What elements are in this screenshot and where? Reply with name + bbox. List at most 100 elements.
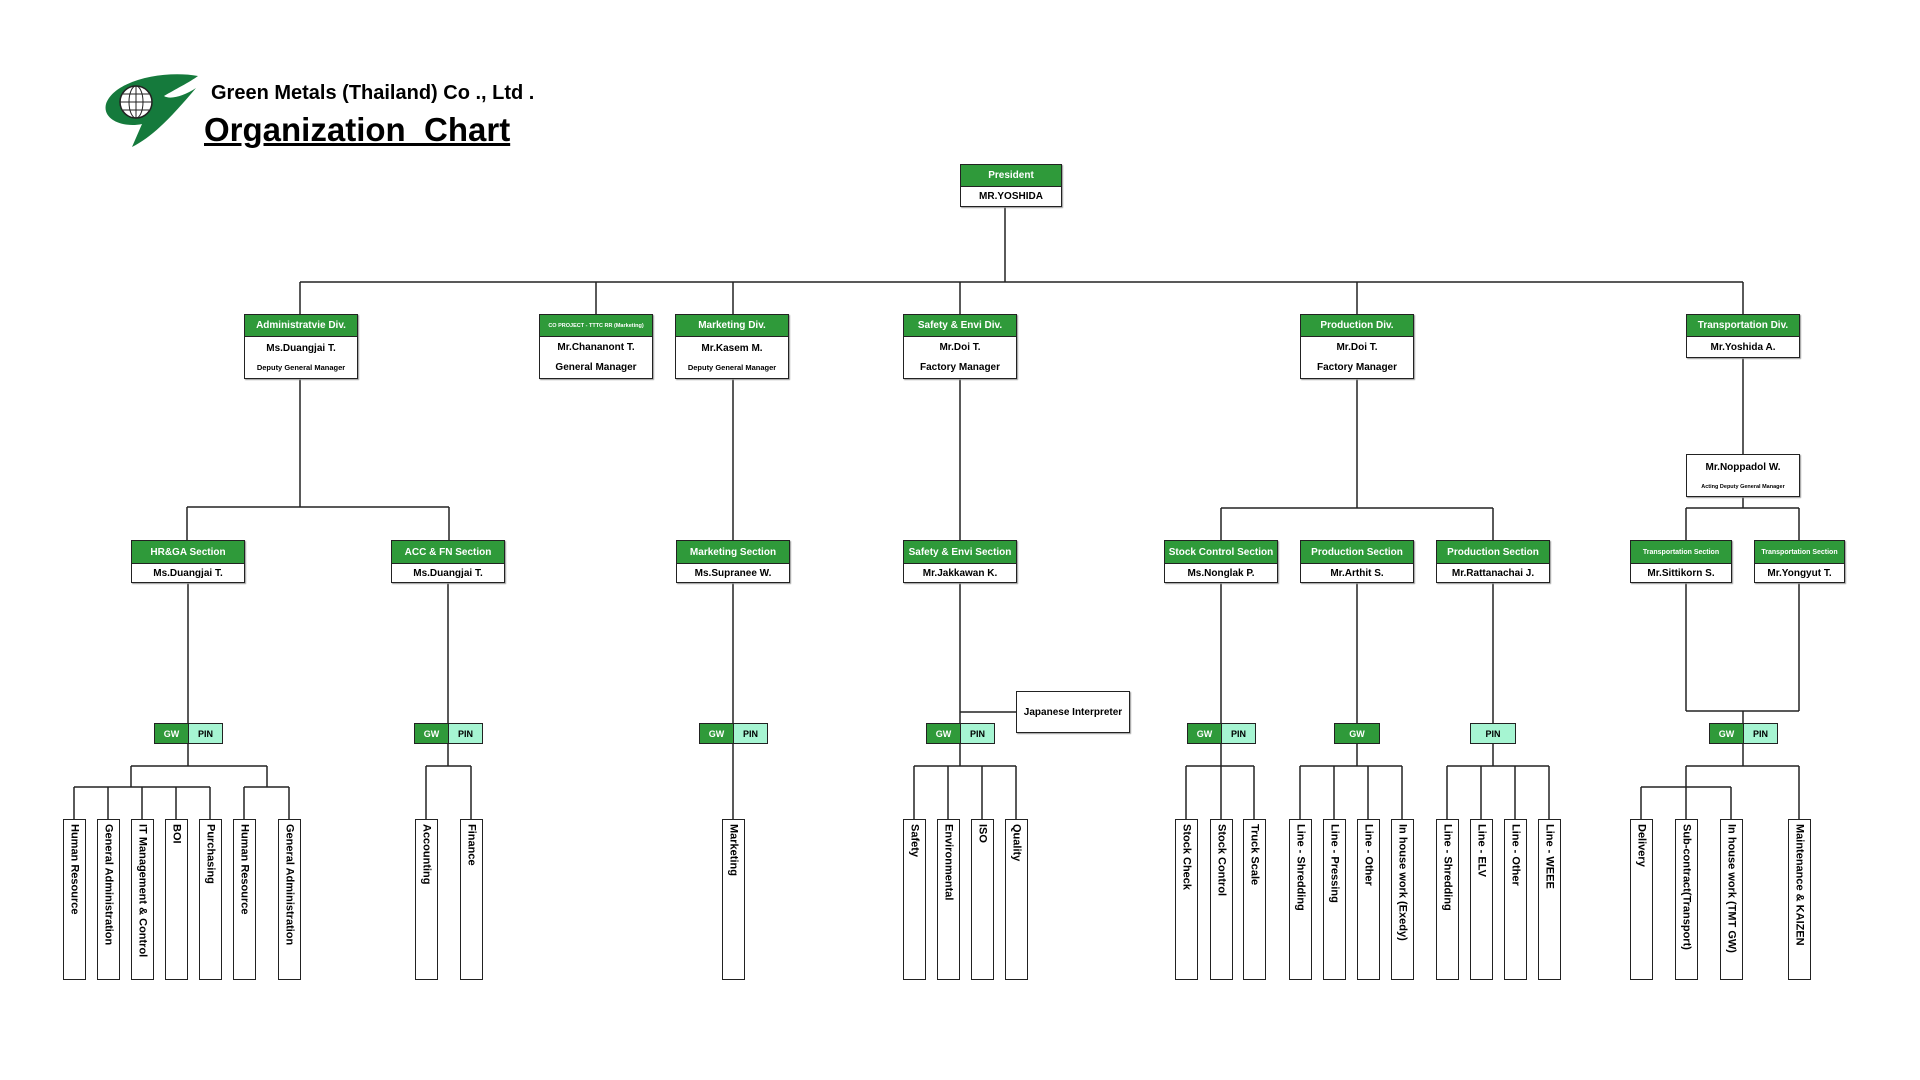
unit-label: Human Resource <box>238 824 251 915</box>
section-head-name: Ms.Supranee W. <box>694 567 772 579</box>
unit-label: Delivery <box>1635 824 1648 867</box>
pin-badge: PIN <box>448 723 483 744</box>
unit-box-production1: Line - Shredding <box>1289 819 1312 980</box>
gw-badge: GW <box>414 723 449 744</box>
unit-box-production1: Line - Pressing <box>1323 819 1346 980</box>
unit-box-stock: Stock Control <box>1210 819 1233 980</box>
unit-box-acc: Finance <box>460 819 483 980</box>
unit-box-safety: Environmental <box>937 819 960 980</box>
unit-box-production2: Line - Other <box>1504 819 1527 980</box>
section-box-body: Mr.Yongyut T. <box>1755 564 1844 582</box>
unit-label: Stock Check <box>1180 824 1193 891</box>
unit-box-production2: Line - ELV <box>1470 819 1493 980</box>
unit-label: Stock Control <box>1215 824 1228 897</box>
unit-box-hrga: Human Resource <box>233 819 256 980</box>
unit-label: In house work (TMT GW) <box>1725 824 1738 953</box>
unit-label: Line - Shredding <box>1441 824 1454 911</box>
unit-label: General Administration <box>283 824 296 946</box>
section-box-body: Ms.Duangjai T. <box>132 564 244 582</box>
unit-box-hrga: IT Management & Control <box>131 819 154 980</box>
section-head-name: Ms.Duangjai T. <box>153 567 223 579</box>
division-box: Marketing Div.Mr.Kasem M.Deputy General … <box>675 314 789 379</box>
section-box-title: Marketing Section <box>677 541 789 564</box>
division-manager-name: Mr.Kasem M. <box>701 342 763 354</box>
section-box-title: Transportation Section <box>1631 541 1731 564</box>
page-title: Organization Chart <box>204 111 511 148</box>
company-logo <box>105 74 198 147</box>
unit-label: Safety <box>908 824 921 858</box>
division-manager-position: General Manager <box>555 361 637 373</box>
section-box-body: Ms.Nonglak P. <box>1165 564 1277 582</box>
unit-label: Accounting <box>420 824 433 885</box>
unit-label: BOI <box>170 824 183 844</box>
section-box-title: HR&GA Section <box>132 541 244 564</box>
division-manager-position: Factory Manager <box>1316 361 1398 373</box>
division-manager-name: Ms.Duangjai T. <box>266 342 336 354</box>
unit-box-transport: Delivery <box>1630 819 1653 980</box>
section-head-name: Mr.Sittikorn S. <box>1647 567 1715 579</box>
pin-badge: PIN <box>733 723 768 744</box>
gw-badge: GW <box>699 723 734 744</box>
unit-box-hrga: General Administration <box>97 819 120 980</box>
division-box-title: Production Div. <box>1301 315 1413 337</box>
division-box-body: Mr.Doi T.Factory Manager <box>1301 337 1413 378</box>
unit-label: Purchasing <box>204 824 217 884</box>
unit-label: Line - WEEE <box>1543 824 1556 889</box>
unit-box-transport: In house work (TMT GW) <box>1720 819 1743 980</box>
unit-label: Human Resource <box>68 824 81 915</box>
division-box-body: Ms.Duangjai T.Deputy General Manager <box>245 337 357 378</box>
division-box-title: Administratvie Div. <box>245 315 357 337</box>
section-head-name: Mr.Arthit S. <box>1330 567 1384 579</box>
division-box: Transportation Div.Mr.Yoshida A. <box>1686 314 1800 358</box>
unit-box-hrga: Human Resource <box>63 819 86 980</box>
pin-badge: PIN <box>1470 723 1516 744</box>
deputy-position: Acting Deputy General Manager <box>1701 483 1785 490</box>
division-manager-name: Mr.Chananont T. <box>557 342 635 354</box>
unit-box-hrga: Purchasing <box>199 819 222 980</box>
section-head-name: Mr.Yongyut T. <box>1767 567 1832 579</box>
unit-box-safety: Safety <box>903 819 926 980</box>
section-head-name: Mr.Rattanachai J. <box>1451 567 1535 579</box>
section-box-title: Stock Control Section <box>1165 541 1277 564</box>
unit-box-production2: Line - WEEE <box>1538 819 1561 980</box>
section-box-body: Ms.Duangjai T. <box>392 564 504 582</box>
section-head-name: Mr.Jakkawan K. <box>922 567 998 579</box>
section-box-body: Mr.Sittikorn S. <box>1631 564 1731 582</box>
division-box: Administratvie Div.Ms.Duangjai T.Deputy … <box>244 314 358 379</box>
gw-badge: GW <box>1334 723 1380 744</box>
unit-box-production1: Line - Other <box>1357 819 1380 980</box>
unit-label: Line - Shredding <box>1294 824 1307 911</box>
unit-label: In house work (Exedy) <box>1396 824 1409 941</box>
pin-badge: PIN <box>960 723 995 744</box>
deputy-name: Mr.Noppadol W. <box>1705 461 1781 473</box>
unit-box-production1: In house work (Exedy) <box>1391 819 1414 980</box>
division-manager-position: Deputy General Manager <box>687 363 777 373</box>
unit-label: General Administration <box>102 824 115 946</box>
section-head-name: Ms.Duangjai T. <box>413 567 483 579</box>
unit-label: Line - Other <box>1509 824 1522 886</box>
section-box-title: Safety & Envi Section <box>904 541 1016 564</box>
section-box-body: Ms.Supranee W. <box>677 564 789 582</box>
unit-box-transport: Maintenance & KAIZEN <box>1788 819 1811 980</box>
unit-label: Line - ELV <box>1475 824 1488 877</box>
unit-label: ISO <box>976 824 989 843</box>
unit-box-production2: Line - Shredding <box>1436 819 1459 980</box>
division-box-title: CO PROJECT - TTTC RR (Marketing) <box>540 315 652 337</box>
pin-badge: PIN <box>1743 723 1778 744</box>
section-head-name: Ms.Nonglak P. <box>1187 567 1255 579</box>
president-box-body: MR.YOSHIDA <box>961 187 1061 206</box>
unit-label: Marketing <box>727 824 740 876</box>
president-name: MR.YOSHIDA <box>979 191 1043 202</box>
division-box-title: Safety & Envi Div. <box>904 315 1016 337</box>
division-box-body: Mr.Doi T.Factory Manager <box>904 337 1016 378</box>
section-box-body: Mr.Jakkawan K. <box>904 564 1016 582</box>
unit-box-safety: Quality <box>1005 819 1028 980</box>
unit-box-stock: Stock Check <box>1175 819 1198 980</box>
